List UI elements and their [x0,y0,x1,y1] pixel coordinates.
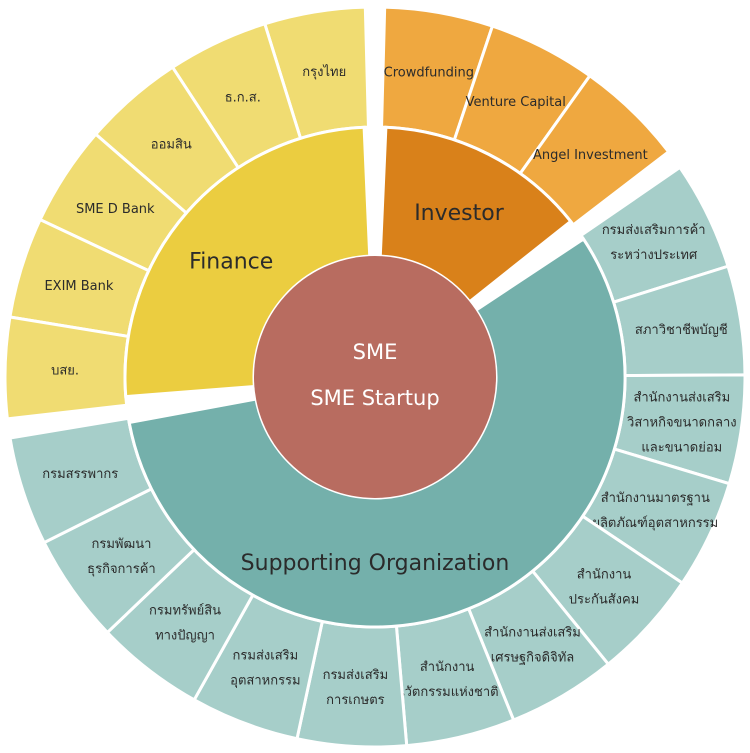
finance-label: Finance [189,250,273,275]
center-circle [254,256,496,498]
center-label-line-2: SME Startup [310,386,439,410]
center-hub: SME SME Startup [254,256,496,498]
finance-item-label: ออมสิน [151,137,192,152]
supporting-item-label: และขนาดย่อม [641,440,722,455]
supporting-item-label: อุตสาหกรรม [230,673,300,688]
supporting-item-label: สำนักงานมาตรฐาน [601,491,710,506]
supporting-item-label: กรมพัฒนา [91,537,151,552]
supporting-item-label: สภาวิชาชีพบัญชี [635,322,728,338]
supporting-item-label: การเกษตร [326,693,384,708]
supporting-item-label: กรมส่งเสริมการค้า [602,223,706,238]
supporting-item-label: วิสาหกิจขนาดกลาง [626,415,736,430]
supporting-item-label: นวัตกรรมแห่งชาติ [396,685,499,700]
supporting-item-label: ธุรกิจการค้า [87,562,156,577]
supporting-item-label: กรมส่งเสริม [323,668,389,683]
finance-item-label: กรุงไทย [302,64,346,80]
investor-item-label: Venture Capital [466,95,566,110]
supporting-item-label: เศรษฐกิจดิจิทัล [491,650,575,665]
center-label-line-1: SME [353,340,398,364]
supporting-item-label: ผลิตภัณฑ์อุตสาหกรรม [592,515,718,531]
investor-item-label: Angel Investment [533,148,648,163]
supporting-item-label: สำนักงาน [420,660,475,675]
supporting-item-label: สำนักงาน [577,567,632,582]
supporting-item-label: ระหว่างประเทศ [610,248,698,263]
investor-item-label: Crowdfunding [384,66,474,81]
supporting-item-label: ทางปัญญา [155,628,215,643]
supporting-item-label: กรมส่งเสริม [233,648,299,663]
supporting-item-label: สำนักงานส่งเสริม [633,390,730,405]
investor-label: Investor [414,201,505,226]
supporting-item-label: สำนักงานส่งเสริม [484,625,581,640]
finance-item-label: SME D Bank [76,202,155,217]
finance-item-label: EXIM Bank [44,279,113,294]
supporting-item-label: กรมทรัพย์สิน [149,602,221,618]
finance-item-label: บสย. [51,363,79,378]
supporting-label: Supporting Organization [241,551,510,576]
finance-item-label: ธ.ก.ส. [225,91,261,106]
supporting-item-label: กรมสรรพากร [42,467,118,482]
supporting-item-label: ประกันสังคม [569,592,640,607]
